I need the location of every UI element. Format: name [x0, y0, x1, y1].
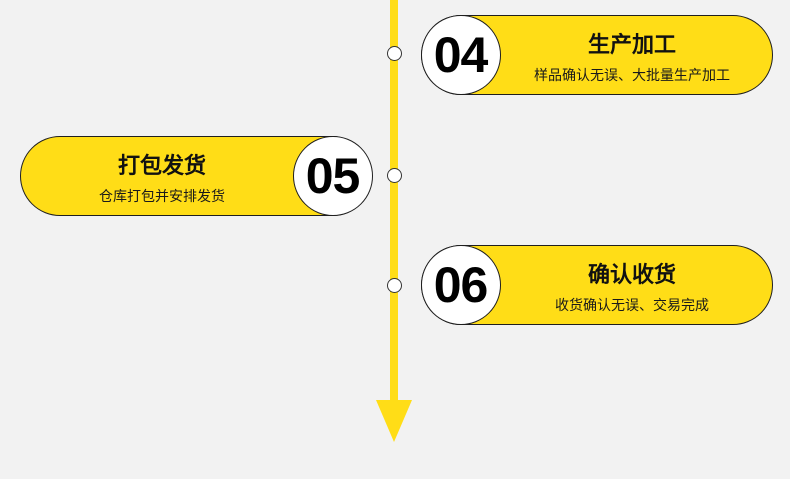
step-number-05: 05 [292, 135, 373, 216]
timeline-dot-06 [387, 278, 402, 293]
timeline-arrow-down-icon [376, 400, 412, 442]
step-description-06: 收货确认无误、交易完成 [555, 298, 709, 314]
step-card-04: 04 生产加工 样品确认无误、大批量生产加工 [420, 14, 773, 95]
step-card-06: 06 确认收货 收货确认无误、交易完成 [420, 244, 773, 325]
timeline-dot-05 [387, 168, 402, 183]
timeline-line [390, 0, 398, 412]
timeline-dot-04 [387, 46, 402, 61]
step-number-06: 06 [420, 244, 501, 325]
step-card-05: 05 打包发货 仓库打包并安排发货 [20, 135, 373, 216]
step-description-05: 仓库打包并安排发货 [99, 189, 225, 205]
step-number-04: 04 [420, 14, 501, 95]
step-title-06: 确认收货 [587, 263, 676, 288]
step-title-04: 生产加工 [587, 33, 676, 58]
step-description-04: 样品确认无误、大批量生产加工 [534, 68, 730, 84]
step-title-05: 打包发货 [117, 154, 206, 179]
